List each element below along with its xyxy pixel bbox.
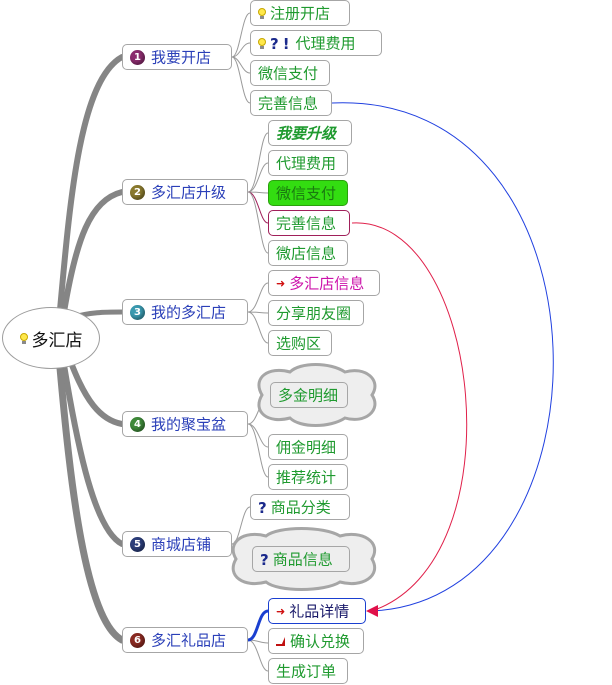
subtopic-label: 商品信息 <box>272 550 333 569</box>
subtopic-microshop-info[interactable]: 微店信息 <box>268 240 348 266</box>
subtopic-gift-detail[interactable]: ➜礼品详情 <box>268 598 366 624</box>
red-corner-icon <box>276 637 285 646</box>
subtopic-register-shop[interactable]: 注册开店 <box>250 0 350 26</box>
subtopic-wechat-pay[interactable]: 微信支付 <box>250 60 330 86</box>
subtopic-label: 多汇店信息 <box>289 274 365 293</box>
relationship-arrowhead <box>366 605 378 617</box>
subtopic-label: 生成订单 <box>276 662 337 681</box>
subtopic-wechat-pay-2[interactable]: 微信支付 <box>268 180 348 206</box>
topic-label: 我的多汇店 <box>151 303 227 322</box>
relationships <box>331 102 554 617</box>
relationship-blue <box>331 102 554 612</box>
subtopic-commission-detail[interactable]: 佣金明细 <box>268 434 348 460</box>
cloud-shape-multi-gold <box>257 363 377 427</box>
root-label: 多汇店 <box>31 330 83 351</box>
subtopic-label: 代理费用 <box>276 154 337 173</box>
topic-branch-2[interactable]: 2 多汇店升级 <box>122 179 248 205</box>
number-2-icon: 2 <box>130 185 145 200</box>
subtopic-label: 推荐统计 <box>276 468 337 487</box>
subtopic-label: 微信支付 <box>276 184 337 203</box>
red-arrow-icon: ➜ <box>276 276 286 290</box>
topic-label: 我要开店 <box>151 48 212 67</box>
cloud-shape-product-info <box>231 527 377 591</box>
connector-selected <box>247 609 269 642</box>
subtopic-label: 分享朋友圈 <box>276 304 352 323</box>
subtopic-complete-info-2[interactable]: 完善信息 <box>268 210 350 236</box>
subtopic-label: 完善信息 <box>258 94 319 113</box>
topic-branch-1[interactable]: 1 我要开店 <box>122 44 232 70</box>
subtopic-label: 注册开店 <box>270 4 331 23</box>
subtopic-label: 佣金明细 <box>276 438 337 457</box>
subtopic-agent-fee[interactable]: ?! 代理费用 <box>250 30 382 56</box>
topic-branch-4[interactable]: 4 我的聚宝盆 <box>122 411 248 437</box>
connector-branch-4 <box>67 357 125 427</box>
question-icon: ? <box>270 34 279 53</box>
subtopic-shopping-area[interactable]: 选购区 <box>268 330 332 356</box>
subtopic-label: 确认兑换 <box>290 632 351 651</box>
topic-branch-3[interactable]: 3 我的多汇店 <box>122 299 248 325</box>
subtopic-label: 多金明细 <box>278 386 339 405</box>
subtopic-share-moments[interactable]: 分享朋友圈 <box>268 300 364 326</box>
connector-branch-5 <box>61 362 125 547</box>
question-icon: ? <box>258 498 267 517</box>
subtopic-referral-stats[interactable]: 推荐统计 <box>268 464 348 490</box>
number-4-icon: 4 <box>130 417 145 432</box>
lightbulb-icon <box>258 38 266 49</box>
subtopic-label: 完善信息 <box>276 214 337 233</box>
number-6-icon: 6 <box>130 633 145 648</box>
subtopic-label: 代理费用 <box>295 34 356 53</box>
subtopic-complete-info[interactable]: 完善信息 <box>250 90 332 116</box>
subtopic-multi-gold-detail[interactable]: 多金明细 <box>270 382 348 408</box>
subtopic-product-category[interactable]: ?商品分类 <box>250 494 350 520</box>
subtopic-agent-fee-2[interactable]: 代理费用 <box>268 150 348 176</box>
connector-branch-1 <box>57 54 125 313</box>
root-topic[interactable]: 多汇店 <box>2 307 100 369</box>
red-arrow-icon: ➜ <box>276 604 286 618</box>
topic-label: 多汇礼品店 <box>151 631 227 650</box>
subtopic-label: 微店信息 <box>276 244 337 263</box>
exclamation-icon: ! <box>282 34 290 53</box>
subtopic-product-info[interactable]: ?商品信息 <box>252 546 350 572</box>
topic-label: 多汇店升级 <box>151 183 227 202</box>
question-icon: ? <box>260 550 269 569</box>
connector-branch-6 <box>56 364 126 644</box>
topic-label: 我的聚宝盆 <box>151 415 227 434</box>
subtopic-label: 礼品详情 <box>289 602 350 621</box>
subtopic-label: 我要升级 <box>276 124 337 143</box>
subtopic-label: 商品分类 <box>270 498 331 517</box>
subtopic-shop-info[interactable]: ➜多汇店信息 <box>268 270 380 296</box>
topic-branch-6[interactable]: 6 多汇礼品店 <box>122 627 248 653</box>
subtopic-upgrade[interactable]: 我要升级 <box>268 120 352 146</box>
number-3-icon: 3 <box>130 305 145 320</box>
subtopic-label: 选购区 <box>276 334 322 353</box>
subtopic-confirm-exchange[interactable]: 确认兑换 <box>268 628 364 654</box>
subtopic-generate-order[interactable]: 生成订单 <box>268 658 348 684</box>
subtopic-label: 微信支付 <box>258 64 319 83</box>
lightbulb-icon <box>19 332 28 344</box>
number-5-icon: 5 <box>130 537 145 552</box>
lightbulb-icon <box>258 8 266 19</box>
topic-label: 商城店铺 <box>151 535 212 554</box>
relationship-red <box>351 222 468 612</box>
connector-branch-2 <box>61 189 125 315</box>
branch-connectors <box>56 54 126 644</box>
number-1-icon: 1 <box>130 50 145 65</box>
topic-branch-5[interactable]: 5 商城店铺 <box>122 531 232 557</box>
